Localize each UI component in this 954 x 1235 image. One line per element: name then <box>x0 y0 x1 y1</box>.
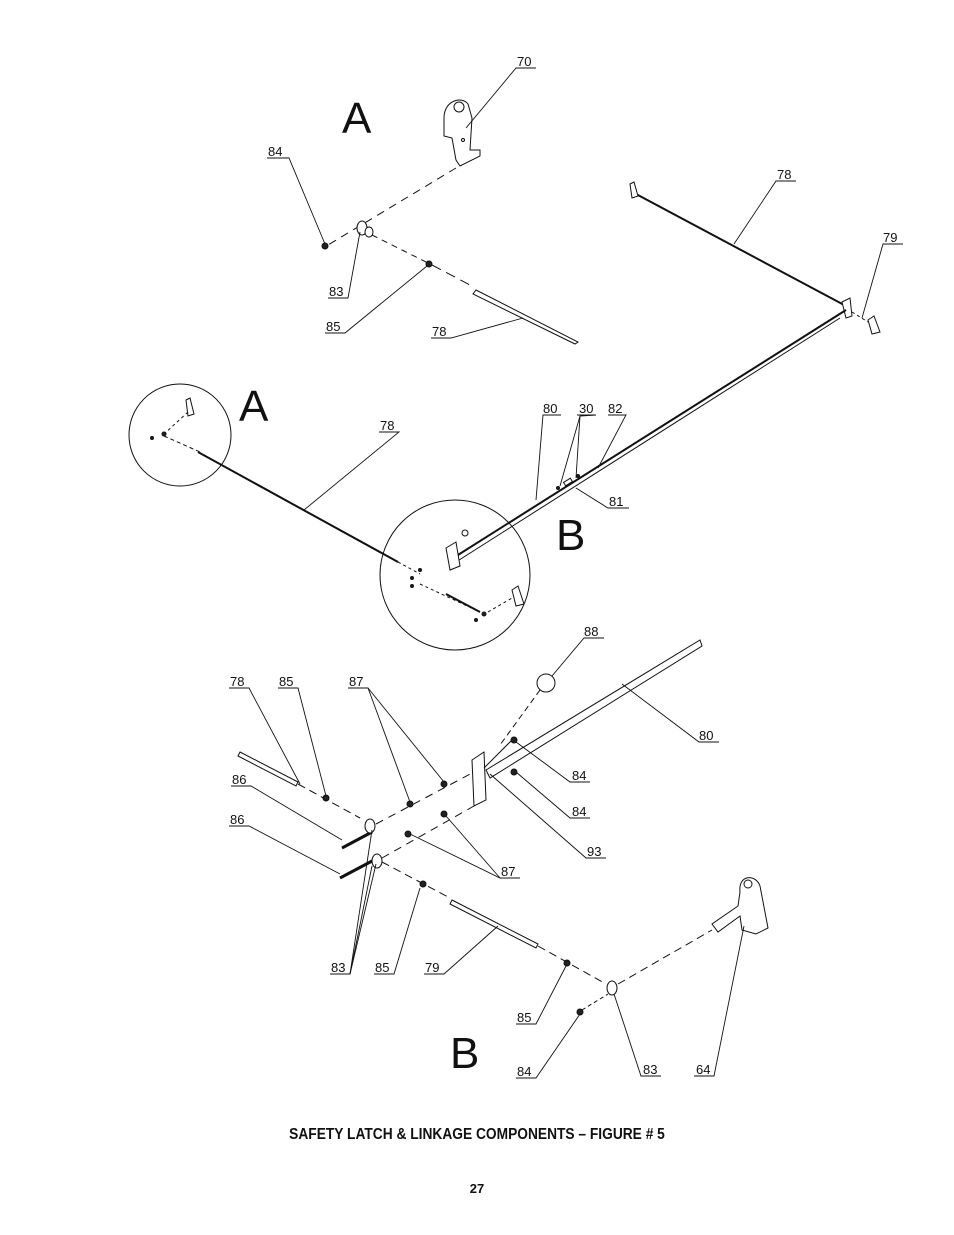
detail-b-circle <box>379 499 531 651</box>
page-number: 27 <box>469 1181 485 1196</box>
callout-label: 82 <box>608 401 622 416</box>
main-linkage-view <box>128 181 881 651</box>
callout-label: 87 <box>349 674 363 689</box>
callout-label: 85 <box>279 674 293 689</box>
callout-label: 84 <box>572 768 586 783</box>
leader-lines <box>229 67 903 1079</box>
callout-labels: 70 84 83 85 78 78 79 78 80 30 82 81 88 8… <box>230 54 897 1079</box>
callout-label: 93 <box>587 844 601 859</box>
callout-label: 78 <box>777 167 791 182</box>
callout-label: 87 <box>501 864 515 879</box>
callout-label: 84 <box>268 144 282 159</box>
ball-part <box>425 260 433 268</box>
detail-a-circle <box>128 383 232 487</box>
callout-label: 83 <box>643 1062 657 1077</box>
figure-caption: SAFETY LATCH & LINKAGE COMPONENTS – FIGU… <box>289 1126 665 1143</box>
callout-label: 85 <box>517 1010 531 1025</box>
callout-label: 70 <box>517 54 531 69</box>
callout-label: 85 <box>326 319 340 334</box>
detail-letter: B <box>556 511 585 560</box>
callout-label: 85 <box>375 960 389 975</box>
callout-label: 86 <box>230 812 244 827</box>
detail-b-view <box>237 639 769 1016</box>
detail-letter: A <box>342 94 372 143</box>
callout-label: 79 <box>883 230 897 245</box>
detail-letter: A <box>239 382 269 431</box>
callout-label: 81 <box>609 494 623 509</box>
callout-label: 80 <box>543 401 557 416</box>
callout-label: 86 <box>232 772 246 787</box>
callout-label: 78 <box>432 324 446 339</box>
callout-label: 64 <box>696 1062 710 1077</box>
detail-a-view <box>321 99 579 345</box>
latch-bracket-part <box>711 877 769 935</box>
callout-label: 83 <box>329 284 343 299</box>
callout-label: 78 <box>230 674 244 689</box>
callout-label: 88 <box>584 624 598 639</box>
callout-label: 84 <box>517 1064 531 1079</box>
callout-label: 79 <box>425 960 439 975</box>
callout-label: 84 <box>572 804 586 819</box>
detail-letters: A A B B <box>239 94 585 1078</box>
callout-label: 83 <box>331 960 345 975</box>
callout-label: 78 <box>380 418 394 433</box>
latch-bracket-part <box>443 99 481 167</box>
detail-letter: B <box>450 1029 479 1078</box>
rod-part <box>472 289 579 345</box>
callout-label: 30 <box>579 401 593 416</box>
callout-label: 80 <box>699 728 713 743</box>
